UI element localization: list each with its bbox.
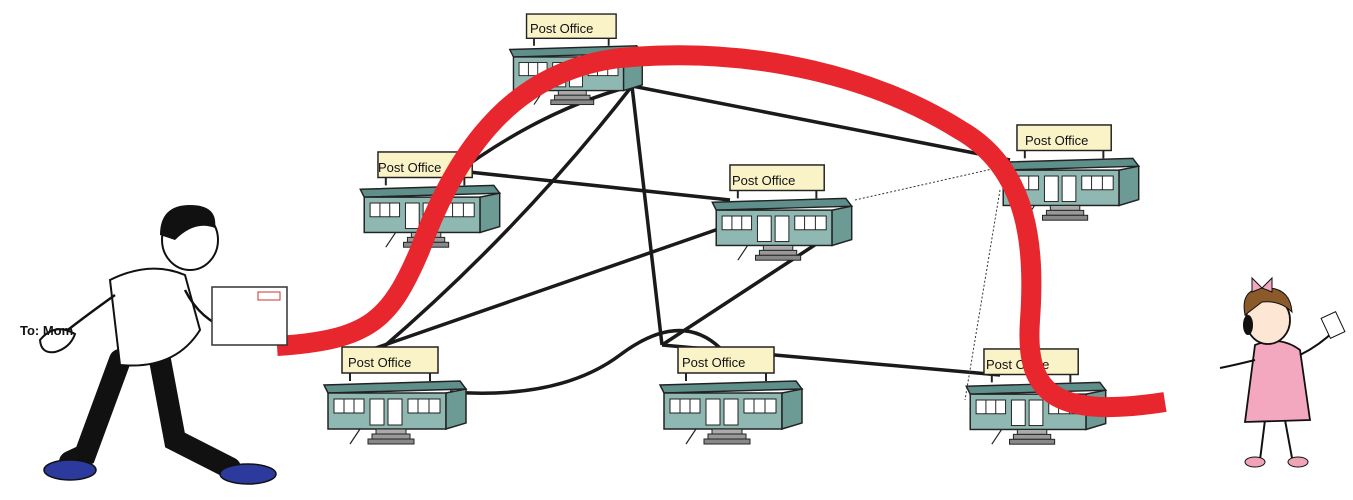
post-office-label: Post Office xyxy=(348,355,411,370)
post-office-lower-left: Post Office xyxy=(323,346,467,445)
post-office-label: Post Office xyxy=(732,173,795,188)
link-top-lower-middle xyxy=(630,85,664,346)
link-center-upper-right xyxy=(854,164,1011,201)
post-office-center: Post Office xyxy=(711,163,853,262)
post-office-label: Post Office xyxy=(530,21,593,36)
link-top-upper-right xyxy=(631,84,1011,162)
link-top-lower-left xyxy=(378,84,634,352)
post-office-lower-middle: Post Office xyxy=(659,346,803,445)
link-upper-right-lower-right xyxy=(964,189,1001,401)
delivery-route xyxy=(276,45,1167,418)
link-center-lower-left xyxy=(369,223,731,352)
letter-address-label: To: Mom xyxy=(20,323,74,338)
dotted-links xyxy=(854,164,1011,401)
post-office-label: Post Office xyxy=(682,355,745,370)
letter-envelope-icon xyxy=(211,286,288,346)
sender-man-icon xyxy=(38,205,277,485)
post-office-top: Post Office xyxy=(508,13,644,106)
network-links xyxy=(369,84,1011,395)
link-upper-left-center xyxy=(449,168,731,202)
post-office-upper-left: Post Office xyxy=(359,150,501,249)
recipient-mom-icon xyxy=(1219,276,1346,468)
post-office-upper-right: Post Office xyxy=(998,123,1140,222)
link-center-lower-middle xyxy=(661,233,831,347)
link-lower-left-lower-middle xyxy=(449,328,722,395)
post-office-label: Post Office xyxy=(378,160,441,175)
post-office-label: Post Office xyxy=(1025,133,1088,148)
